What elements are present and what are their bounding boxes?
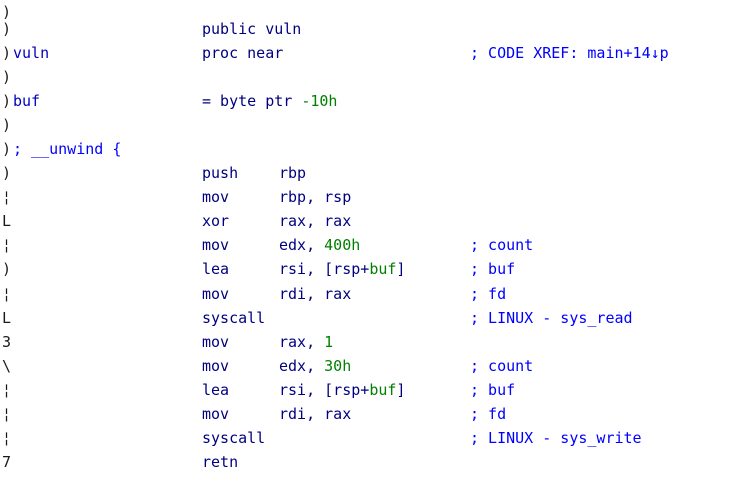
gutter-mark: ) [2,260,12,278]
instruction-operands[interactable]: edx, 30h [279,354,351,378]
gutter-mark: ¦ [2,188,12,206]
instruction-comment[interactable]: ; LINUX - sys_write [470,429,642,447]
operand-text: rax, rax [279,212,352,230]
gutter-mark: ) [2,116,12,134]
instruction-mnemonic[interactable]: retn [202,453,239,471]
operand-text: edx, [279,236,325,254]
instruction-operands[interactable]: rax, 1 [279,330,333,354]
stack-var-declaration[interactable]: = byte ptr -10h [202,89,337,113]
listing-line[interactable]: ) public vuln [0,17,301,41]
listing-line[interactable]: ) vuln proc near ; CODE XREF: main+14↓p [0,41,669,65]
gutter-mark: L [2,309,12,327]
instruction-operands[interactable]: rdi, rax [279,282,351,306]
immediate-value: 400h [324,236,361,254]
public-directive[interactable]: public vuln [202,20,302,38]
instruction-comment[interactable]: ; fd [470,285,507,303]
gutter-mark: \ [2,357,12,375]
gutter-mark: ) [2,3,12,21]
instruction-operands[interactable]: rdi, rax [279,402,351,426]
gutter-mark: ¦ [2,429,12,447]
instruction-comment[interactable]: ; count [470,357,534,375]
listing-line[interactable]: ) ; __unwind { [0,137,121,161]
instruction-comment[interactable]: ; buf [470,381,516,399]
operand-text: rax, [279,333,325,351]
listing-line[interactable]: ) [0,0,36,24]
gutter-mark: ¦ [2,405,12,423]
gutter-mark: L [2,212,12,230]
proc-declaration[interactable]: proc near [202,44,284,62]
unwind-comment[interactable]: ; __unwind { [13,140,122,158]
instruction-mnemonic[interactable]: mov [202,405,230,423]
stack-var-type: = byte ptr [202,92,302,110]
gutter-mark: ¦ [2,236,12,254]
instruction-mnemonic[interactable]: mov [202,285,230,303]
gutter-mark: 3 [2,333,12,351]
operand-text: rbp [279,164,307,182]
instruction-comment[interactable]: ; fd [470,405,507,423]
instruction-operands[interactable]: rbp [279,161,306,185]
stack-var-offset: -10h [301,92,338,110]
operand-text: rdi, rax [279,285,352,303]
instruction-mnemonic[interactable]: xor [202,212,230,230]
gutter-mark: ¦ [2,285,12,303]
instruction-mnemonic[interactable]: mov [202,357,230,375]
instruction-operands[interactable]: rbp, rsp [279,185,351,209]
xref-comment[interactable]: ; CODE XREF: main+14↓p [470,44,669,62]
instruction-mnemonic[interactable]: lea [202,260,230,278]
instruction-mnemonic[interactable]: mov [202,333,230,351]
instruction-comment[interactable]: ; buf [470,260,516,278]
gutter-mark: 7 [2,453,12,471]
operand-tail: ] [396,381,406,399]
instruction-comment[interactable]: ; count [470,236,534,254]
instruction-mnemonic[interactable]: mov [202,188,230,206]
gutter-mark: ) [2,140,12,158]
listing-line[interactable]: ) [0,113,36,137]
instruction-operands[interactable]: edx, 400h [279,233,360,257]
listing-line[interactable]: ) [0,65,36,89]
instruction-operands[interactable]: rax, rax [279,209,351,233]
instruction-mnemonic[interactable]: syscall [202,309,266,327]
gutter-mark: ) [2,92,12,110]
immediate-value: 1 [324,333,334,351]
listing-line[interactable]: ) buf = byte ptr -10h [0,89,337,113]
instruction-comment[interactable]: ; LINUX - sys_read [470,309,633,327]
instruction-mnemonic[interactable]: syscall [202,429,266,447]
instruction-mnemonic[interactable]: lea [202,381,230,399]
stack-var-ref[interactable]: buf [369,260,397,278]
instruction-mnemonic[interactable]: mov [202,236,230,254]
immediate-value: 30h [324,357,352,375]
operand-tail: ] [396,260,406,278]
stack-var-ref[interactable]: buf [369,381,397,399]
instruction-operands[interactable]: rsi, [rsp+buf] [279,257,405,281]
gutter-mark: ) [2,164,12,182]
gutter-mark: ) [2,68,12,86]
gutter-mark: ) [2,44,12,62]
operand-text: rbp, rsp [279,188,352,206]
proc-label[interactable]: vuln [13,44,50,62]
stack-var-label[interactable]: buf [13,92,41,110]
instruction-operands[interactable]: rsi, [rsp+buf] [279,378,405,402]
operand-text: rsi, [rsp+ [279,260,370,278]
operand-text: rdi, rax [279,405,352,423]
operand-text: rsi, [rsp+ [279,381,370,399]
gutter-mark: ¦ [2,381,12,399]
instruction-mnemonic[interactable]: push [202,164,239,182]
operand-text: edx, [279,357,325,375]
gutter-mark: ) [2,20,12,38]
